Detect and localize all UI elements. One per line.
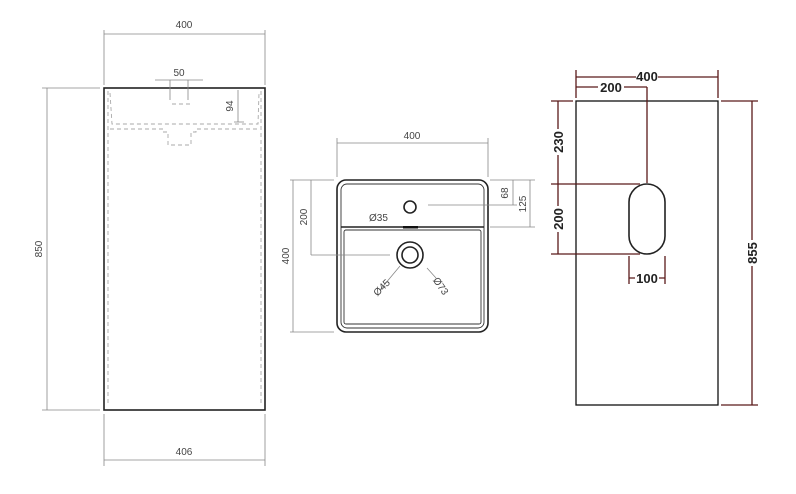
dim-drain-offset: 200	[299, 208, 310, 225]
overflow-slot	[403, 226, 418, 229]
basin-bowl	[343, 229, 482, 325]
label-bg	[746, 240, 759, 266]
dim-front-width-bottom: 406	[176, 447, 193, 458]
drain-inner-circle	[401, 246, 419, 264]
dim-top-depth: 400	[281, 247, 292, 264]
label-bg	[552, 206, 565, 232]
dim-front-height: 850	[34, 240, 45, 257]
dim-basin-depth: 94	[225, 100, 236, 112]
label-bg	[635, 272, 659, 285]
label-drain-inner: Ø45	[372, 277, 393, 298]
top-view: 400 68 125 200 400 Ø35 Ø45 Ø73	[281, 131, 535, 333]
front-body-outline	[103, 87, 266, 411]
drain-outer-circle	[396, 241, 424, 269]
dim-cutout-height: 200	[551, 208, 566, 230]
dim-top-width: 400	[404, 131, 421, 142]
label-bg	[552, 129, 565, 155]
label-tap-hole: Ø35	[369, 213, 388, 224]
top-dimension-lines	[290, 138, 535, 333]
basin-rim	[340, 183, 485, 329]
dim-top-to-cutout: 230	[551, 131, 566, 153]
dim-tap-offset: 68	[500, 187, 511, 199]
dim-cutout-width: 100	[636, 271, 658, 286]
dim-front-width-top: 400	[176, 20, 193, 31]
tap-hole	[403, 200, 417, 214]
dim-ledge-depth: 125	[518, 195, 529, 212]
label-drain-outer: Ø73	[430, 276, 450, 298]
hidden-lines	[107, 91, 262, 404]
front-view: 400 50 94 850 406	[34, 20, 266, 466]
pipe-cutout	[628, 183, 666, 255]
dim-back-width: 400	[636, 69, 658, 84]
back-dimension-lines	[551, 70, 758, 406]
basin-outer-outline	[336, 179, 489, 333]
dim-center-offset: 200	[600, 80, 622, 95]
back-view: 400 200 230 200 100 855	[551, 69, 760, 406]
label-bg	[636, 70, 658, 83]
label-bg	[598, 81, 624, 94]
dim-tap-width: 50	[173, 68, 185, 79]
dim-back-height: 855	[745, 242, 760, 264]
front-dimension-lines	[42, 30, 266, 466]
